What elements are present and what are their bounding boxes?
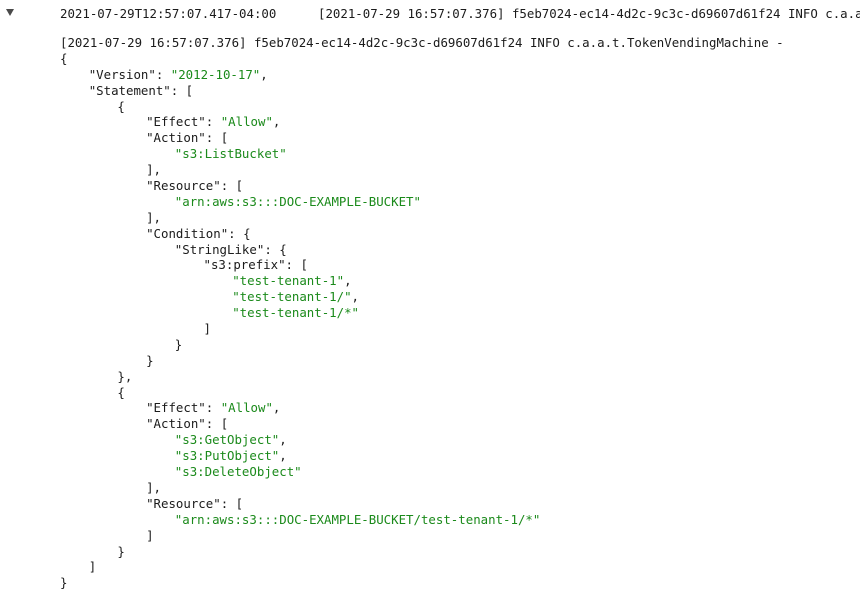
json-line: "Action": [ (60, 416, 860, 432)
json-text: "Resource": [ (146, 178, 244, 194)
caret-down-icon[interactable] (6, 9, 14, 16)
json-line: ] (60, 559, 860, 575)
json-text: }, (117, 368, 133, 384)
json-text: } (174, 336, 183, 352)
json-string-value: "test-tenant-1" (232, 273, 345, 289)
json-line: { (60, 385, 860, 401)
json-line: } (60, 353, 860, 369)
json-line: "s3:ListBucket" (60, 146, 860, 162)
json-line: ] (60, 528, 860, 544)
json-text: } (60, 575, 68, 591)
json-punctuation: , (344, 273, 352, 289)
json-string-value: "s3:GetObject" (174, 432, 280, 448)
json-line: "test-tenant-1/*" (60, 305, 860, 321)
json-text: } (117, 543, 125, 559)
json-line: "s3:PutObject", (60, 448, 860, 464)
json-punctuation: , (272, 114, 281, 130)
json-line: "arn:aws:s3:::DOC-EXAMPLE-BUCKET/test-te… (60, 512, 860, 528)
json-text: "s3:prefix": [ (203, 257, 308, 273)
json-line: "Effect": "Allow", (60, 400, 860, 416)
log-summary: [2021-07-29 16:57:07.376] f5eb7024-ec14-… (318, 6, 860, 21)
json-line: ] (60, 321, 860, 337)
json-text: { (117, 98, 125, 114)
log-entry-header[interactable]: 2021-07-29T12:57:07.417-04:00 [2021-07-2… (0, 0, 860, 30)
json-line: "Condition": { (60, 226, 860, 242)
json-line: ], (60, 480, 860, 496)
json-string-value: "test-tenant-1/*" (232, 305, 360, 321)
log-message-prefix: [2021-07-29 16:57:07.376] f5eb7024-ec14-… (60, 35, 784, 50)
json-text: "Action": [ (146, 130, 229, 146)
json-punctuation: , (272, 400, 281, 416)
json-string-value: "s3:DeleteObject" (174, 464, 302, 480)
json-text: ], (146, 209, 162, 225)
json-string-value: "s3:PutObject" (174, 448, 280, 464)
json-text: "StringLike": { (174, 241, 287, 257)
json-line: ], (60, 162, 860, 178)
json-line: ], (60, 210, 860, 226)
json-text: ] (146, 527, 154, 543)
json-line: "s3:GetObject", (60, 432, 860, 448)
log-message: [2021-07-29 16:57:07.376] f5eb7024-ec14-… (60, 35, 860, 591)
json-string-value: "Allow" (220, 114, 273, 130)
json-line: "Effect": "Allow", (60, 114, 860, 130)
json-key: "Effect": (146, 400, 221, 416)
json-string-value: "2012-10-17" (170, 66, 261, 82)
json-key: "Effect": (146, 114, 221, 130)
json-text: "Resource": [ (146, 495, 244, 511)
json-line: "Version": "2012-10-17", (60, 67, 860, 83)
json-line: } (60, 575, 860, 591)
json-text: } (146, 352, 154, 368)
json-line: } (60, 544, 860, 560)
json-text: { (117, 384, 125, 400)
json-text: ], (146, 479, 162, 495)
json-text: "Statement": [ (88, 82, 194, 98)
json-punctuation: , (260, 66, 268, 82)
json-string-value: "Allow" (220, 400, 273, 416)
json-text: "Condition": { (146, 225, 251, 241)
json-punctuation: , (351, 289, 360, 305)
json-punctuation: , (279, 448, 287, 464)
log-timestamp: 2021-07-29T12:57:07.417-04:00 (60, 6, 277, 21)
json-line: "test-tenant-1", (60, 273, 860, 289)
json-line: "s3:DeleteObject" (60, 464, 860, 480)
json-text: ] (203, 321, 211, 337)
json-string-value: "arn:aws:s3:::DOC-EXAMPLE-BUCKET/test-te… (174, 511, 541, 527)
json-string-value: "arn:aws:s3:::DOC-EXAMPLE-BUCKET" (174, 193, 421, 209)
json-string-value: "test-tenant-1/" (232, 289, 352, 305)
json-line: { (60, 99, 860, 115)
json-string-value: "s3:ListBucket" (174, 146, 287, 162)
json-line: } (60, 337, 860, 353)
json-line: { (60, 51, 860, 67)
json-line: "s3:prefix": [ (60, 257, 860, 273)
json-key: "Version": (88, 66, 171, 82)
json-line: "test-tenant-1/", (60, 289, 860, 305)
json-text: { (60, 50, 68, 66)
json-line: "Resource": [ (60, 496, 860, 512)
json-line: "Resource": [ (60, 178, 860, 194)
json-text: ], (146, 162, 162, 178)
json-text: "Action": [ (146, 416, 229, 432)
json-line: "arn:aws:s3:::DOC-EXAMPLE-BUCKET" (60, 194, 860, 210)
json-punctuation: , (279, 432, 287, 448)
json-policy-block: {"Version": "2012-10-17","Statement": [{… (60, 51, 860, 591)
json-text: ] (88, 559, 97, 575)
json-line: }, (60, 369, 860, 385)
json-line: "Statement": [ (60, 83, 860, 99)
json-line: "Action": [ (60, 130, 860, 146)
json-line: "StringLike": { (60, 242, 860, 258)
